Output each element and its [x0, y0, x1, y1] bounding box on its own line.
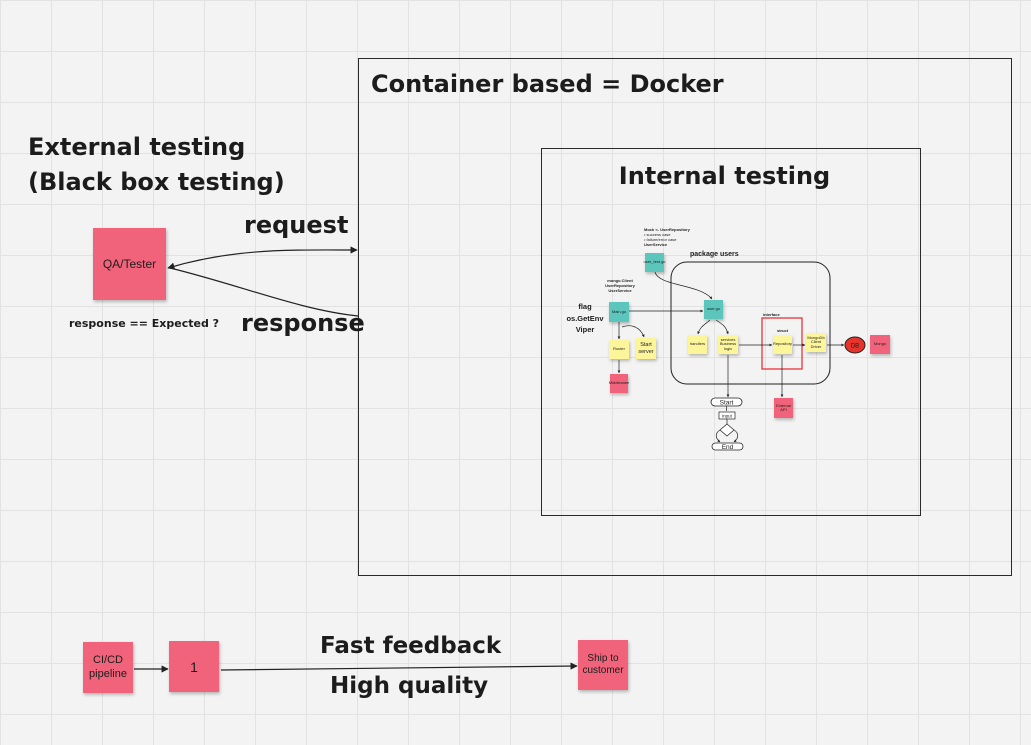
- internal-testing-frame[interactable]: [541, 148, 921, 516]
- start-server-sticky[interactable]: Start server: [636, 338, 656, 359]
- cicd-pipeline-label: CI/CD pipeline: [89, 653, 127, 680]
- db-label: DB: [851, 344, 859, 350]
- main-to-start-server-arrow[interactable]: [621, 325, 645, 338]
- handlers-label: handlers: [689, 341, 706, 347]
- mock-note-bullet-success: • success case: [644, 232, 671, 237]
- config-getenv: os.GetEnv: [566, 313, 604, 323]
- step-one-label: 1: [190, 658, 198, 675]
- container-frame[interactable]: [358, 58, 1012, 576]
- external-api-label: External API: [776, 402, 791, 412]
- mongo-client-driver-label: MongoDb Client Driver: [807, 334, 825, 349]
- external-testing-title: External testing: [28, 133, 246, 161]
- db-shape[interactable]: [844, 336, 866, 354]
- middleware-sticky[interactable]: Middleware: [608, 374, 630, 393]
- response-arrow[interactable]: [169, 267, 359, 317]
- middleware-label: Middleware: [608, 380, 630, 386]
- mongo-label: Mongo: [873, 341, 887, 347]
- start-server-label: Start server: [638, 342, 654, 355]
- router-label: Router: [612, 346, 625, 352]
- step-to-ship-arrow[interactable]: [220, 662, 578, 671]
- mock-note-bullet-failure: • failure/error case: [644, 237, 677, 242]
- step-one-sticky[interactable]: 1: [169, 641, 219, 692]
- package-users-box[interactable]: [670, 261, 831, 385]
- qa-tester-label: QA/Tester: [102, 257, 157, 271]
- main-go-sticky[interactable]: Main.go: [609, 302, 629, 322]
- package-users-label: package users: [690, 251, 739, 258]
- flow-end-label: End: [722, 444, 734, 451]
- router-sticky[interactable]: Router: [609, 340, 629, 359]
- mock-note-title: Mock <- UserRepository: [644, 227, 690, 232]
- mock-note-user-service: UserService: [644, 242, 668, 247]
- ship-to-customer-sticky[interactable]: Ship to customer: [578, 640, 628, 690]
- user-go-to-services-arrow[interactable]: [715, 319, 729, 335]
- fast-feedback-label: Fast feedback: [320, 633, 502, 659]
- interface-label: interface: [763, 312, 780, 317]
- struct-label: struct: [777, 328, 789, 333]
- services-label: services Business logic: [719, 336, 737, 351]
- cicd-pipeline-sticky[interactable]: CI/CD pipeline: [83, 642, 133, 693]
- repository-sticky[interactable]: Repository: [773, 335, 792, 354]
- ship-to-customer-label: Ship to customer: [582, 652, 624, 677]
- flow-decision-right-branch: [733, 429, 739, 443]
- user-test-sticky[interactable]: user_test.go: [643, 253, 666, 272]
- user-go-sticky[interactable]: user.go: [704, 300, 723, 319]
- handlers-sticky[interactable]: handlers: [688, 335, 707, 354]
- services-sticky[interactable]: services Business logic: [718, 335, 738, 354]
- high-quality-label: High quality: [330, 673, 489, 699]
- repository-label: Repository: [772, 341, 793, 347]
- mock-note: Mock <- UserRepository • success case • …: [644, 227, 690, 247]
- config-viper: Viper: [575, 325, 595, 335]
- mongo-note-line2: UserRepository: [605, 282, 635, 288]
- mongo-note-line3: UserService: [608, 287, 632, 293]
- flow-end-box[interactable]: [711, 442, 744, 451]
- expected-check-label: response == Expected ?: [69, 317, 220, 330]
- user-go-to-handlers-arrow[interactable]: [697, 319, 711, 335]
- user-go-label: user.go: [706, 306, 721, 312]
- mongo-note-line1: mongo.Client: [607, 278, 633, 283]
- mock-to-user-go-arrow[interactable]: [654, 271, 713, 300]
- flow-start-label: Start: [720, 400, 734, 407]
- request-label: request: [244, 211, 349, 239]
- user-test-label: user_test.go: [643, 259, 666, 265]
- black-box-testing-title: (Black box testing): [28, 168, 285, 196]
- request-arrow[interactable]: [167, 246, 358, 270]
- main-go-label: Main.go: [611, 308, 627, 314]
- config-note: flag os.GetEnv Viper: [566, 301, 604, 336]
- qa-tester-sticky[interactable]: QA/Tester: [93, 228, 166, 300]
- config-flag: flag: [578, 302, 592, 311]
- mongo-sticky[interactable]: Mongo: [870, 335, 890, 354]
- external-api-sticky[interactable]: External API: [774, 398, 793, 418]
- flow-decision-diamond[interactable]: [719, 423, 735, 437]
- internal-testing-title: Internal testing: [618, 162, 831, 190]
- mongo-client-note: mongo.Client UserRepository UserService: [603, 278, 637, 293]
- flow-input-label: input: [722, 414, 733, 419]
- flow-decision-left-branch: [715, 429, 721, 443]
- container-frame-title: Container based = Docker: [371, 70, 724, 98]
- mongo-client-driver-sticky[interactable]: MongoDb Client Driver: [806, 333, 826, 352]
